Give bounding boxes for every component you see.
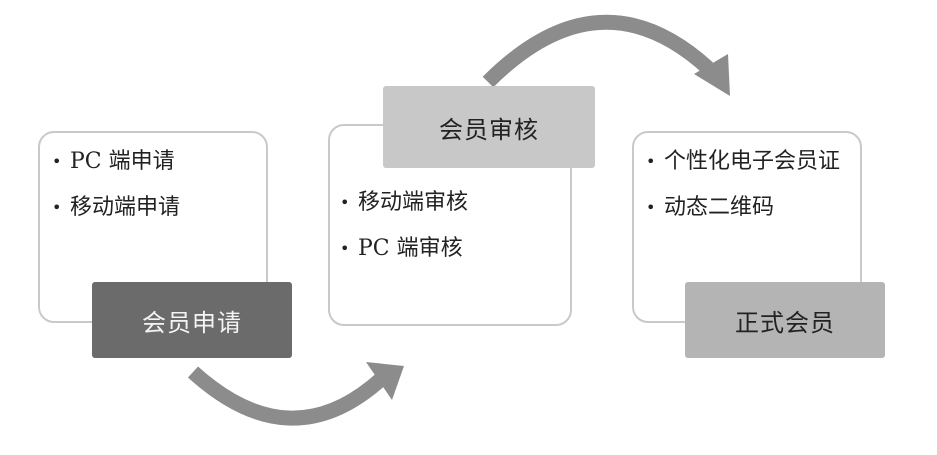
arrow-top (482, 14, 714, 88)
list-item-text: PC 端审核 (358, 236, 463, 261)
list-item: • 个性化电子会员证 (646, 145, 846, 179)
list-item: • 动态二维码 (646, 191, 846, 225)
bullet: • (646, 152, 656, 171)
stage-title-apply: 会员申请 (92, 282, 292, 358)
list-item-text: 移动端申请 (70, 195, 181, 220)
stage-title-text: 会员审核 (439, 115, 539, 144)
stage-review-list: • 移动端审核 • PC 端审核 (340, 186, 468, 278)
list-item: • 移动端申请 (52, 191, 180, 225)
stage-title-review: 会员审核 (383, 86, 595, 168)
list-item: • PC 端审核 (340, 232, 468, 266)
stage-apply-list: • PC 端申请 • 移动端申请 (52, 145, 180, 237)
bullet: • (340, 239, 350, 258)
bullet: • (646, 198, 656, 217)
bullet: • (52, 152, 62, 171)
list-item: • PC 端申请 (52, 145, 180, 179)
list-item-text: 移动端审核 (358, 190, 469, 215)
stage-title-text: 会员申请 (142, 308, 242, 337)
arrow-bottom (187, 366, 385, 426)
list-item: • 移动端审核 (340, 186, 468, 220)
stage-title-text: 正式会员 (735, 308, 835, 337)
list-item-text: 个性化电子会员证 (664, 149, 841, 174)
arrow-top-head (694, 54, 730, 96)
stage-title-member: 正式会员 (685, 282, 885, 358)
bullet: • (52, 198, 62, 217)
list-item-text: PC 端申请 (70, 149, 175, 174)
bullet: • (340, 193, 350, 212)
arrow-bottom-head (366, 362, 404, 400)
stage-member-list: • 个性化电子会员证 • 动态二维码 (646, 145, 846, 237)
list-item-text: 动态二维码 (664, 195, 775, 220)
